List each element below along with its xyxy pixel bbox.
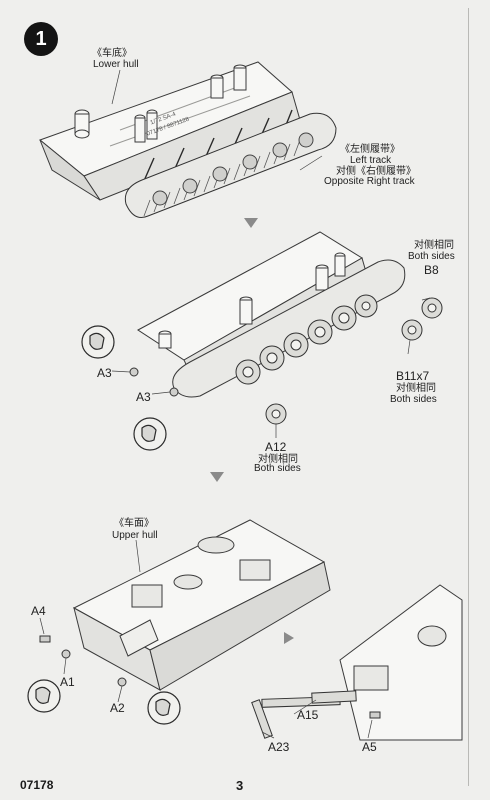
road-wheel-b11 bbox=[401, 319, 423, 341]
left-track-label-en: Left track bbox=[350, 155, 392, 166]
glue-icon bbox=[27, 325, 181, 725]
lower-hull-label-cn: 《车底》 bbox=[92, 48, 132, 59]
flow-arrow-down-1 bbox=[244, 218, 258, 228]
step-number-badge: 1 bbox=[24, 22, 58, 56]
upper-hull-label-en: Upper hull bbox=[112, 530, 158, 541]
left-track-drawing bbox=[124, 112, 337, 218]
part-a3-lower: A3 bbox=[136, 390, 151, 404]
part-a15: A15 bbox=[297, 708, 319, 722]
plate-part-a15 bbox=[311, 690, 357, 704]
part-a5: A5 bbox=[362, 740, 377, 754]
b11-label-cn: 对侧相同 bbox=[396, 383, 436, 394]
flow-arrow-right bbox=[284, 632, 294, 644]
left-track-label-cn: 《左侧履带》 bbox=[340, 144, 400, 155]
b11-label-en: Both sides bbox=[390, 394, 437, 405]
lower-hull-label-en: Lower hull bbox=[93, 59, 139, 70]
opposite-track-label-en: Opposite Right track bbox=[324, 176, 415, 187]
kit-code: 07178 bbox=[20, 778, 54, 792]
small-parts-step3 bbox=[39, 635, 381, 719]
a12-label-cn: 对侧相同 bbox=[258, 454, 298, 465]
part-a4: A4 bbox=[31, 604, 46, 618]
idler-wheel-b8 bbox=[421, 297, 443, 319]
part-a1: A1 bbox=[60, 675, 75, 689]
a12-label-en: Both sides bbox=[254, 463, 301, 474]
sprocket-a12 bbox=[265, 403, 287, 425]
part-b11x7: B11x7 bbox=[396, 369, 430, 383]
b8-label-cn: 对侧相同 bbox=[414, 240, 454, 251]
part-a3-upper: A3 bbox=[97, 366, 112, 380]
part-a12: A12 bbox=[265, 440, 287, 454]
lower-hull-drawing bbox=[38, 61, 301, 201]
flow-arrow-down-2 bbox=[210, 472, 224, 482]
opposite-track-label-cn: 对侧《右侧履带》 bbox=[336, 166, 416, 177]
page-border-right bbox=[468, 8, 469, 786]
part-a2: A2 bbox=[110, 701, 125, 715]
part-b8: B8 bbox=[424, 263, 439, 277]
upper-hull-front-detail bbox=[339, 584, 463, 741]
b8-label-en: Both sides bbox=[408, 251, 455, 262]
hull-with-track-drawing bbox=[137, 231, 406, 398]
upper-hull-label-cn: 《车面》 bbox=[114, 518, 154, 529]
part-a23: A23 bbox=[268, 740, 290, 754]
upper-hull-drawing bbox=[72, 519, 331, 691]
page-number: 3 bbox=[236, 778, 244, 793]
